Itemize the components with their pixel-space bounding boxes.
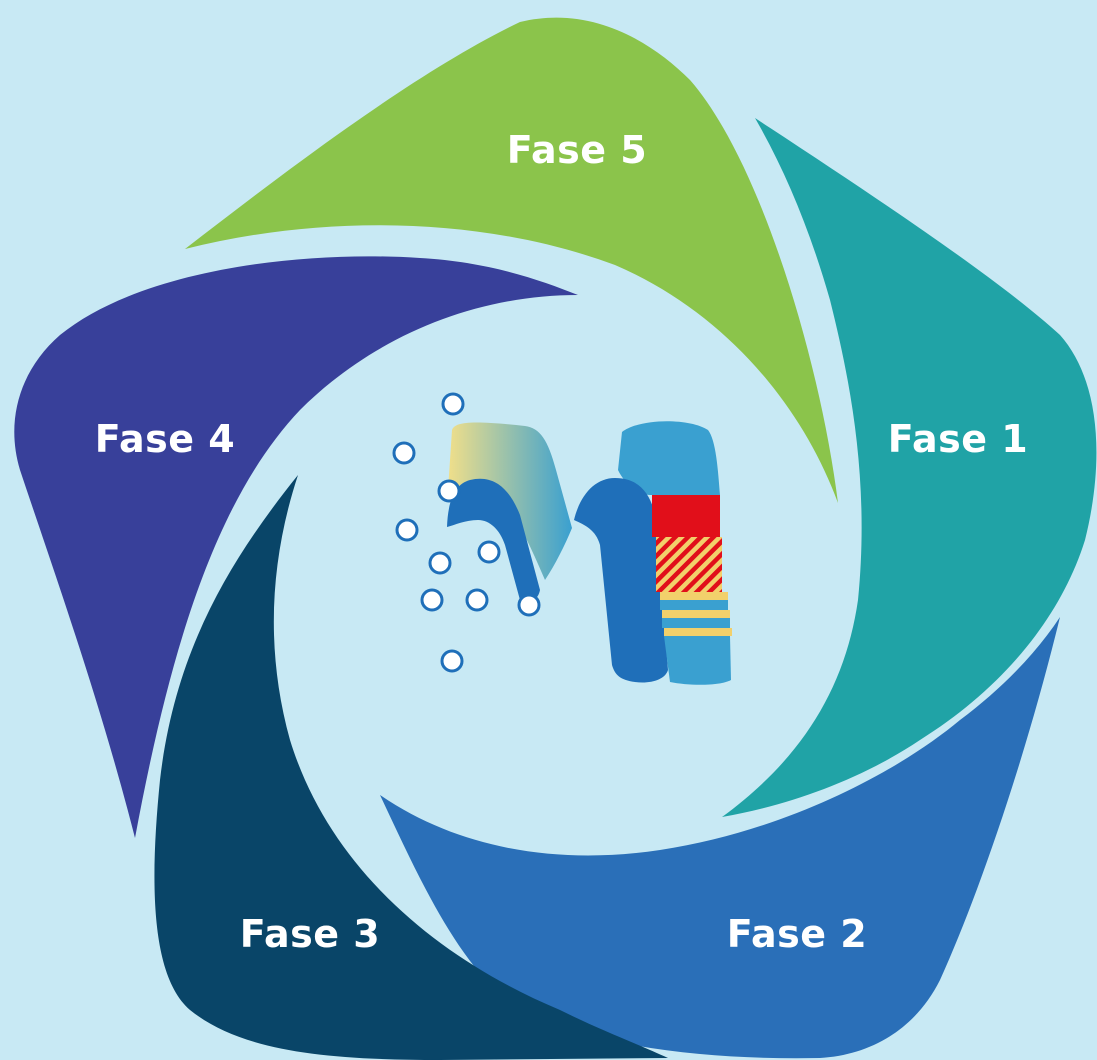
- fase1-petal: [722, 118, 1097, 817]
- fase2-label: Fase 2: [727, 912, 867, 956]
- fase2-petal: [380, 617, 1060, 1059]
- fase4-petal: [14, 256, 579, 839]
- m-letter-logo-icon: [392, 392, 732, 685]
- fase3-petal: [154, 475, 668, 1060]
- fase4-label: Fase 4: [95, 417, 235, 461]
- fase5-petal: [185, 17, 838, 503]
- bubble-icons: [392, 392, 541, 673]
- fase5-label: Fase 5: [507, 128, 647, 172]
- fase3-label: Fase 3: [240, 912, 380, 956]
- fase1-label: Fase 1: [888, 417, 1028, 461]
